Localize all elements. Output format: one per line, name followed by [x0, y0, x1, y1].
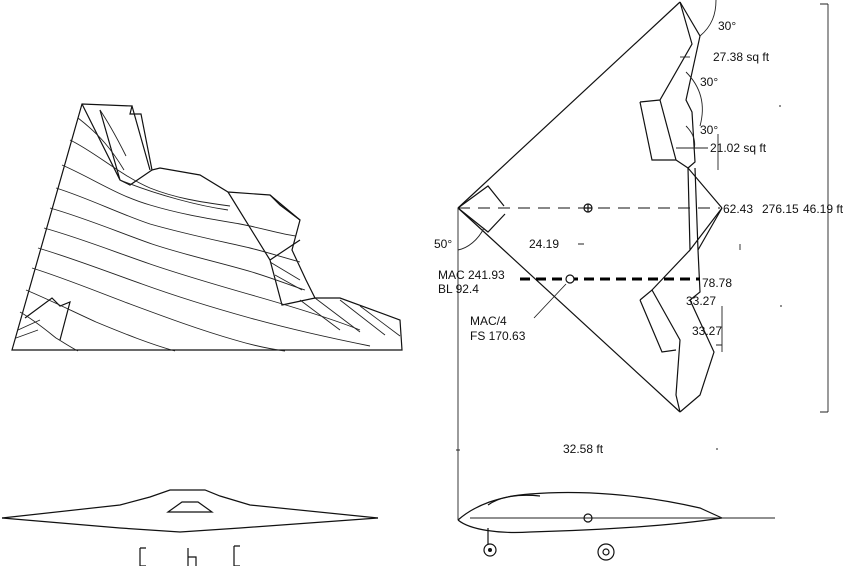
contour-step — [227, 191, 316, 306]
front-wing-upper — [1, 489, 379, 519]
station-elevon-upper: 33.27 — [686, 294, 716, 308]
plan-view — [456, 0, 829, 520]
contour-fin — [81, 103, 153, 186]
side-fuselage-lower — [457, 517, 723, 534]
area-label-upper: 27.38 sq ft — [713, 50, 770, 64]
mac-label: MAC 241.93 — [438, 268, 505, 282]
main-wheel-hub — [602, 548, 610, 556]
station-length: 276.15 — [762, 202, 799, 216]
station-span-half: 46.19 ft — [803, 202, 844, 216]
plan-trailing-edge-lower — [679, 207, 723, 413]
station-apex: 62.43 — [723, 202, 753, 216]
span-total-label: 32.58 ft — [563, 442, 604, 456]
mac4-label: MAC/4 — [470, 314, 507, 328]
main-wheel — [597, 543, 615, 561]
plan-elevon-upper — [639, 1, 693, 169]
front-wing-lower — [1, 517, 379, 533]
span-dimension-line — [820, 3, 829, 413]
front-gear-right — [233, 545, 240, 567]
mid-angle-arc — [685, 71, 703, 127]
area-label-lower: 21.02 sq ft — [710, 141, 767, 155]
side-view — [457, 491, 775, 561]
front-gear-left — [139, 547, 146, 567]
front-view — [1, 489, 379, 567]
plan-trailing-edge-upper — [679, 1, 723, 209]
front-canopy — [166, 501, 214, 513]
contour-outline — [11, 103, 403, 351]
bl-label: BL 92.4 — [438, 282, 479, 296]
plan-leading-edge-upper — [457, 1, 681, 209]
plan-leading-edge-lower — [457, 207, 681, 413]
elevon-dim-lower — [716, 306, 723, 352]
plan-nozzle — [651, 167, 723, 291]
angle-label-lower: 30° — [700, 123, 718, 137]
mac4-leader — [533, 283, 567, 319]
cg-marker-cross — [584, 204, 592, 212]
midline-ticks — [456, 105, 782, 451]
contour-notch — [24, 297, 71, 341]
station-mac-mid: 24.19 — [529, 237, 559, 251]
sweep-angle-arc — [457, 227, 485, 251]
front-gear-center — [187, 548, 197, 566]
nose-wheel-hub — [488, 548, 492, 552]
angle-label-top: 30° — [718, 19, 736, 33]
mac-quarter-marker — [565, 274, 575, 284]
fs-label: FS 170.63 — [470, 329, 526, 343]
side-canopy — [487, 494, 541, 506]
station-mac-tip: 78.78 — [702, 276, 732, 290]
cg-marker-side — [583, 513, 593, 523]
angle-label-sweep: 50° — [434, 237, 452, 251]
station-elevon-lower: 33.27 — [692, 324, 722, 338]
nose-wheel — [483, 543, 497, 557]
top-angle-arc — [699, 0, 717, 37]
plan-elevon-lower — [639, 289, 681, 413]
contour-lines — [15, 109, 401, 352]
plan-inlet — [457, 185, 506, 233]
contour-view — [11, 103, 403, 352]
angle-label-mid: 30° — [700, 75, 718, 89]
side-fuselage-upper — [457, 491, 723, 521]
